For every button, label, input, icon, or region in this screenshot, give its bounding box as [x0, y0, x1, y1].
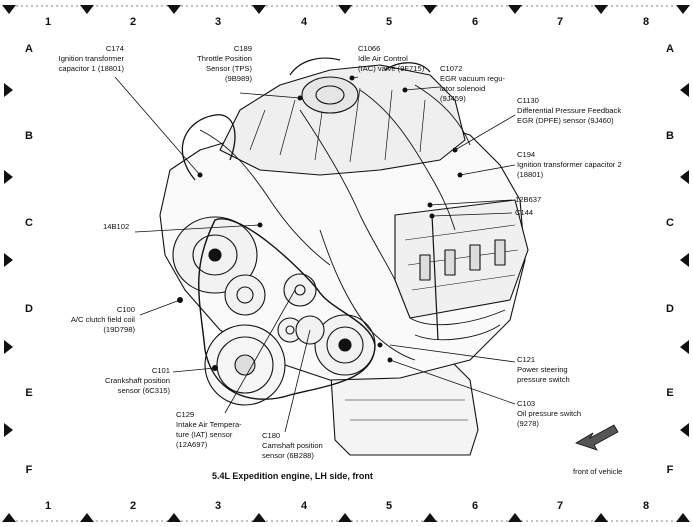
grid-row-a-left: A	[25, 43, 33, 55]
callout-c189-line3: (9B989)	[224, 74, 252, 83]
callout-c194-code: C194	[517, 150, 536, 159]
callout-c1130: C1130 Differential Pressure Feedback EGR…	[517, 96, 621, 126]
grid-row-c-right: C	[666, 217, 674, 229]
grid-row-a-right: A	[666, 43, 674, 55]
callout-c129-line3: (12A697)	[176, 440, 208, 449]
callout-c121: C121 Power steering pressure switch	[517, 355, 570, 385]
callout-c1072-line2: lator solenoid	[440, 84, 486, 93]
grid-row-d-left: D	[25, 303, 33, 315]
callout-c100-code: C100	[116, 305, 135, 314]
callout-c103-line2: (9278)	[517, 419, 539, 428]
callout-14b102: 14B102	[103, 222, 129, 232]
callout-c129: C129 Intake Air Tempera- ture (IAT) sens…	[176, 410, 242, 450]
callout-c100: C100 A/C clutch field coil (19D798)	[50, 305, 135, 335]
callout-c189: C189 Throttle Position Sensor (TPS) (9B9…	[180, 44, 252, 84]
grid-row-f-left: F	[25, 464, 33, 476]
callout-c189-line1: Throttle Position	[197, 54, 252, 63]
grid-row-b-left: B	[25, 130, 33, 142]
bottom-edge-ticks	[2, 513, 690, 522]
callout-c1066-line1: Idle Air Control	[358, 54, 408, 63]
grid-row-d-right: D	[666, 303, 674, 315]
callout-c101-line1: Crankshaft position	[104, 376, 170, 385]
grid-col-2-top: 2	[129, 16, 137, 28]
grid-row-b-right: B	[666, 130, 674, 142]
grid-col-3-top: 3	[214, 16, 222, 28]
callout-c121-line1: Power steering	[517, 365, 568, 374]
callout-c1072-code: C1072	[440, 64, 463, 73]
callout-c194: C194 Ignition transformer capacitor 2 (1…	[517, 150, 622, 180]
callout-c103-code: C103	[517, 399, 536, 408]
callout-c129-code: C129	[176, 410, 195, 419]
callout-c100-line1: A/C clutch field coil	[70, 315, 135, 324]
callout-c180-code: C180	[262, 431, 281, 440]
grid-col-1-top: 1	[44, 16, 52, 28]
grid-col-4-bottom: 4	[300, 500, 308, 512]
grid-col-2-bottom: 2	[129, 500, 137, 512]
grid-col-8-bottom: 8	[642, 500, 650, 512]
callout-c180-line1: Camshaft position	[262, 441, 323, 450]
grid-col-4-top: 4	[300, 16, 308, 28]
callout-c1066-line2: (IAC) valve (9F715)	[358, 64, 425, 73]
callout-c100-line2: (19D798)	[103, 325, 135, 334]
callout-c189-code: C189	[233, 44, 252, 53]
callout-12b637: 12B637	[515, 195, 541, 205]
callout-c1130-line1: Differential Pressure Feedback	[517, 106, 622, 115]
grid-row-e-left: E	[25, 387, 33, 399]
front-of-vehicle-label: front of vehicle	[573, 467, 623, 476]
figure-caption: 5.4L Expedition engine, LH side, front	[212, 471, 373, 481]
callout-c180-line2: sensor (6B288)	[262, 451, 314, 460]
grid-col-7-bottom: 7	[556, 500, 564, 512]
right-edge-ticks	[680, 83, 689, 437]
grid-row-e-right: E	[666, 387, 674, 399]
callout-c101-code: C101	[151, 366, 170, 375]
left-edge-ticks	[4, 83, 13, 437]
callout-c144: C144	[515, 208, 533, 218]
callout-c103: C103 Oil pressure switch (9278)	[517, 399, 581, 429]
callout-c180: C180 Camshaft position sensor (6B288)	[262, 431, 323, 461]
grid-col-5-bottom: 5	[385, 500, 393, 512]
callout-c129-line1: Intake Air Tempera-	[176, 420, 242, 429]
grid-col-5-top: 5	[385, 16, 393, 28]
grid-col-1-bottom: 1	[44, 500, 52, 512]
top-edge-ticks	[2, 5, 690, 14]
grid-col-7-top: 7	[556, 16, 564, 28]
callout-c194-line1: Ignition transformer capacitor 2	[517, 160, 622, 169]
grid-row-f-right: F	[666, 464, 674, 476]
callout-c1130-code: C1130	[517, 96, 539, 105]
grid-col-3-bottom: 3	[214, 500, 222, 512]
callout-c1072-line1: EGR vacuum regu-	[440, 74, 505, 83]
callout-c1130-line2: EGR (DPFE) sensor (9J460)	[517, 116, 614, 125]
callout-c189-line2: Sensor (TPS)	[206, 64, 252, 73]
leader-lines	[114, 76, 516, 433]
callout-c121-line2: pressure switch	[517, 375, 570, 384]
callout-c101: C101 Crankshaft position sensor (6C315)	[86, 366, 170, 396]
callout-c1066-code: C1066	[358, 44, 381, 53]
callout-c174: C174 Ignition transformer capacitor 1 (1…	[42, 44, 124, 74]
callout-12b637-code: 12B637	[515, 195, 542, 204]
grid-col-6-top: 6	[471, 16, 479, 28]
callout-c1072-line3: (9J459)	[440, 94, 466, 103]
front-of-vehicle-arrow	[575, 424, 619, 451]
grid-row-c-left: C	[25, 217, 33, 229]
callout-c103-line1: Oil pressure switch	[517, 409, 582, 418]
callout-c1072: C1072 EGR vacuum regu- lator solenoid (9…	[440, 64, 505, 104]
callout-c1066: C1066 Idle Air Control (IAC) valve (9F71…	[358, 44, 424, 74]
grid-col-8-top: 8	[642, 16, 650, 28]
callout-c121-code: C121	[517, 355, 536, 364]
grid-col-6-bottom: 6	[471, 500, 479, 512]
callout-c174-line2: capacitor 1 (18801)	[58, 64, 124, 73]
callout-c129-line2: ture (IAT) sensor	[176, 430, 233, 439]
callout-c174-code: C174	[105, 44, 124, 53]
callout-c194-line2: (18801)	[517, 170, 544, 179]
callout-c101-line2: sensor (6C315)	[117, 386, 170, 395]
callout-14b102-code: 14B102	[103, 222, 130, 231]
callout-c174-line1: Ignition transformer	[58, 54, 124, 63]
callout-c144-code: C144	[515, 208, 534, 217]
